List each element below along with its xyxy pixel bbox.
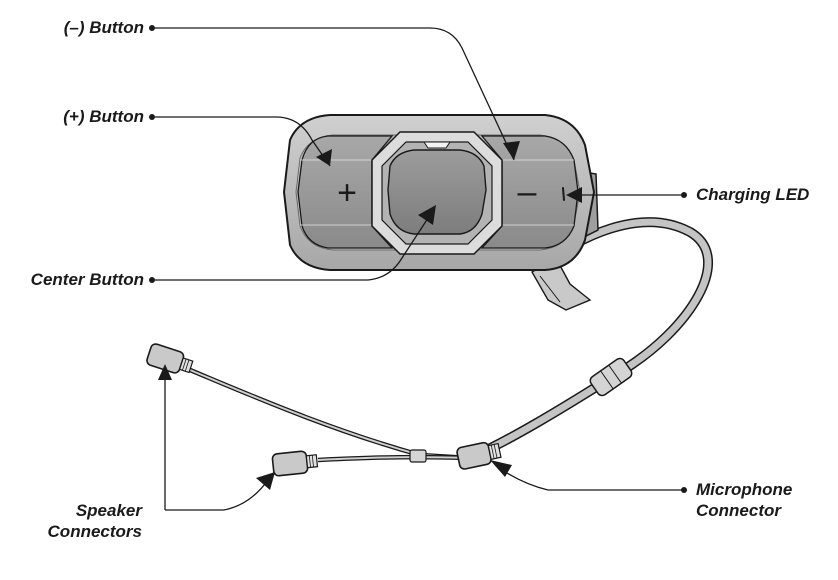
speaker-connector-lower [271, 450, 319, 477]
main-cable [465, 217, 714, 463]
plus-button-label: (+) Button [63, 107, 144, 126]
charging-led-label: Charging LED [696, 185, 810, 204]
minus-button-label: (–) Button [63, 18, 144, 37]
microphone-connector-label-line2: Connector [696, 501, 781, 520]
minus-symbol: – [518, 173, 537, 211]
speaker-wire-upper [189, 367, 471, 461]
speaker-connectors-label-line1: Speaker [75, 501, 142, 520]
callout-dots [149, 25, 687, 493]
minus-button [480, 135, 579, 249]
plus-symbol: + [337, 174, 357, 212]
speaker-connector-upper [146, 343, 194, 374]
microphone-connector-label-line1: Microphone [696, 480, 793, 499]
center-button-label: Center Button [30, 270, 144, 289]
headset-unit [282, 114, 599, 271]
speaker-wire-lower [317, 454, 471, 463]
microphone-connector [456, 441, 502, 470]
ferrite-bead [589, 357, 633, 397]
speaker-connectors-label-line2: Connectors [47, 522, 142, 541]
charging-led [562, 187, 565, 201]
callout-arrowheads [158, 141, 582, 490]
center-button [387, 149, 487, 235]
wire-sleeve [409, 449, 427, 463]
